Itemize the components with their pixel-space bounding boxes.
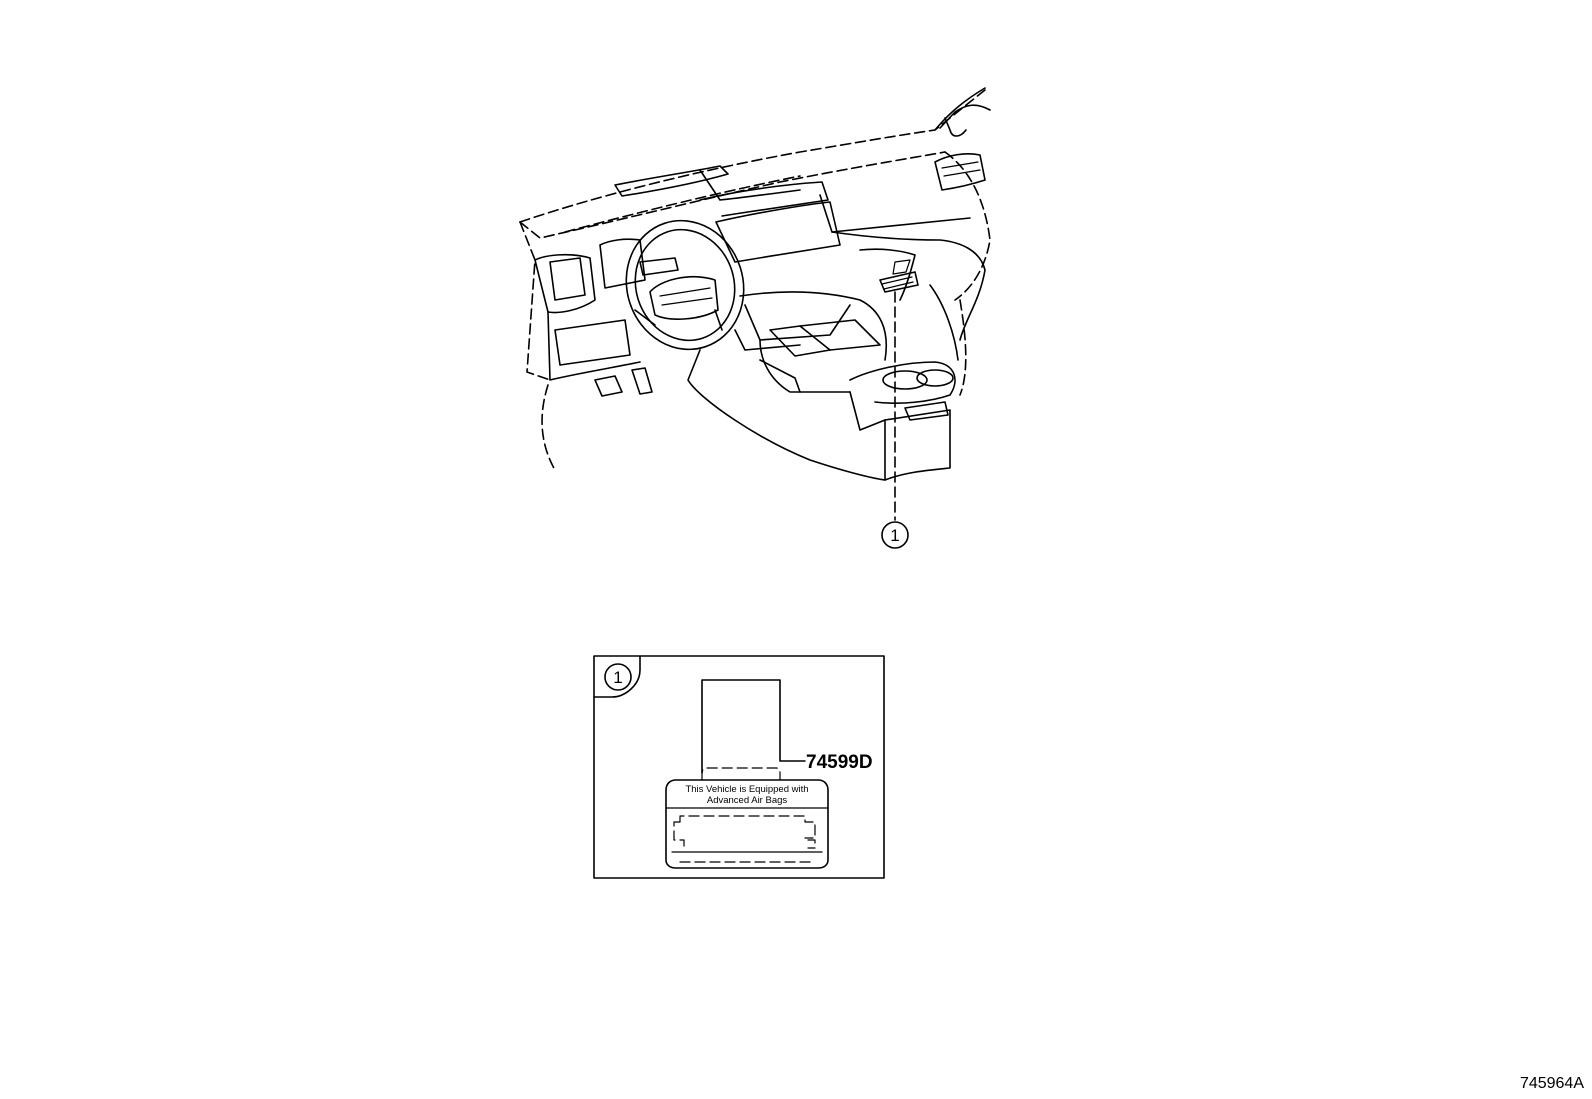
label-line-1: This Vehicle is Equipped with bbox=[685, 784, 808, 795]
diagram-id: 745964A bbox=[1519, 1075, 1584, 1092]
callout-number: 1 bbox=[890, 526, 899, 545]
airbag-label bbox=[665, 779, 829, 869]
detail-callout-number: 1 bbox=[613, 668, 622, 687]
label-line-2: Advanced Air Bags bbox=[707, 795, 788, 806]
part-number: 74599D bbox=[806, 752, 873, 773]
detail-box: 1 74599D This Vehicle is Equipped with A… bbox=[593, 655, 885, 879]
callout-marker: 1 bbox=[881, 521, 909, 549]
detail-callout-circle bbox=[604, 663, 632, 691]
dashboard-illustration bbox=[519, 87, 991, 521]
